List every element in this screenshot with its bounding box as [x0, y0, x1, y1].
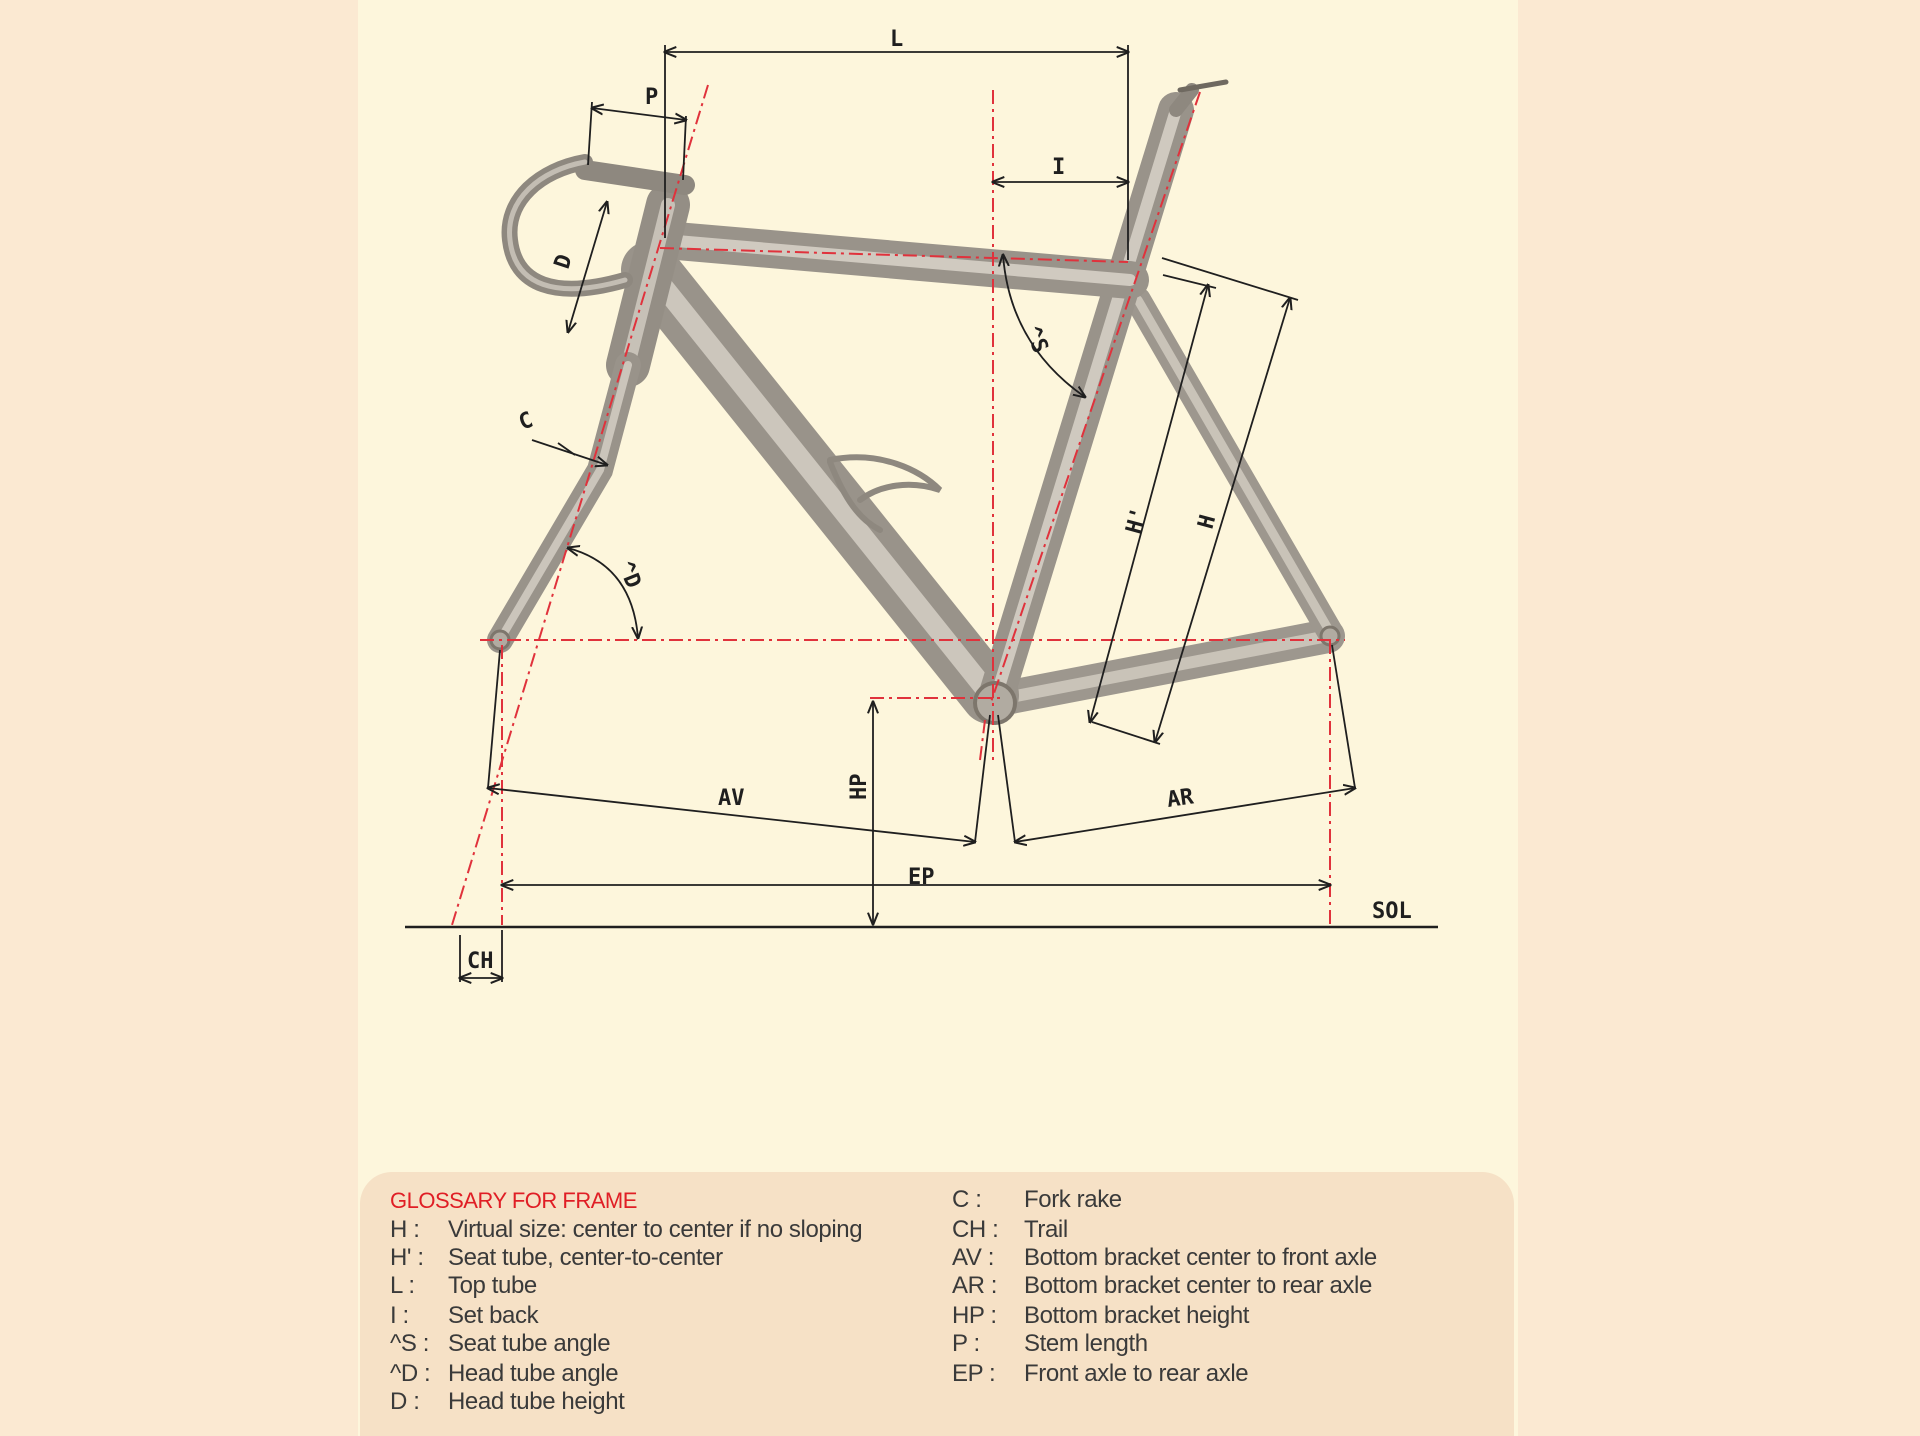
glossary-value: Head tube angle [448, 1360, 619, 1387]
glossary-key: H : [390, 1216, 420, 1243]
label-i: I [1052, 155, 1065, 180]
glossary-value: Bottom bracket center to rear axle [1024, 1272, 1372, 1299]
glossary-key: C : [952, 1186, 982, 1213]
glossary-key: L : [390, 1272, 415, 1299]
seat-post [1169, 83, 1199, 117]
glossary-value: Virtual size: center to center if no slo… [448, 1216, 863, 1243]
bike-frame [487, 79, 1345, 725]
bottle-cage [827, 454, 943, 503]
glossary-value: Seat tube, center-to-center [448, 1244, 723, 1271]
glossary-key: D : [390, 1388, 420, 1415]
label-h: H [1194, 512, 1222, 531]
glossary-title: GLOSSARY FOR FRAME [390, 1188, 637, 1213]
label-l: L [890, 27, 903, 52]
glossary-key: AR : [952, 1272, 998, 1299]
glossary-value: Stem length [1024, 1330, 1148, 1357]
label-d: D [550, 252, 578, 272]
glossary-key: ^D : [390, 1360, 431, 1387]
glossary-value: Fork rake [1024, 1186, 1122, 1213]
label-hp: HP [847, 774, 872, 801]
glossary-key: EP : [952, 1360, 996, 1387]
label-sol: SOL [1372, 899, 1412, 924]
label-ar: AR [1165, 784, 1195, 813]
glossary-key: H' : [390, 1244, 424, 1271]
label-head-angle: ^D [612, 558, 645, 592]
glossary-value: Seat tube angle [448, 1330, 611, 1357]
glossary-box: GLOSSARY FOR FRAME H : Virtual size: cen… [360, 1172, 1514, 1436]
glossary-value: Bottom bracket center to front axle [1024, 1244, 1377, 1271]
glossary-key: HP : [952, 1302, 997, 1329]
glossary-value: Top tube [448, 1272, 537, 1299]
glossary-key: AV : [952, 1244, 994, 1271]
glossary-key: P : [952, 1330, 980, 1357]
glossary-value: Bottom bracket height [1024, 1302, 1250, 1329]
label-av: AV [718, 786, 745, 811]
label-c: C [516, 408, 537, 436]
glossary-value: Set back [448, 1302, 539, 1329]
dimension-lines [405, 45, 1438, 982]
bottom-bracket [973, 681, 1017, 725]
glossary-key: CH : [952, 1216, 999, 1243]
label-p: P [645, 85, 658, 110]
glossary-key: I : [390, 1302, 409, 1329]
glossary-key: ^S : [390, 1330, 430, 1357]
label-ep: EP [908, 865, 935, 890]
label-ch: CH [467, 949, 494, 974]
fork [487, 352, 641, 653]
stem [575, 160, 695, 195]
label-seat-angle: ^S [1019, 323, 1052, 357]
glossary-value: Front axle to rear axle [1024, 1360, 1249, 1387]
glossary-value: Head tube height [448, 1388, 625, 1415]
glossary-value: Trail [1024, 1216, 1068, 1243]
dimension-labels: L P I D ^S C ^D H' H HP AV AR EP SOL CH [467, 27, 1412, 974]
